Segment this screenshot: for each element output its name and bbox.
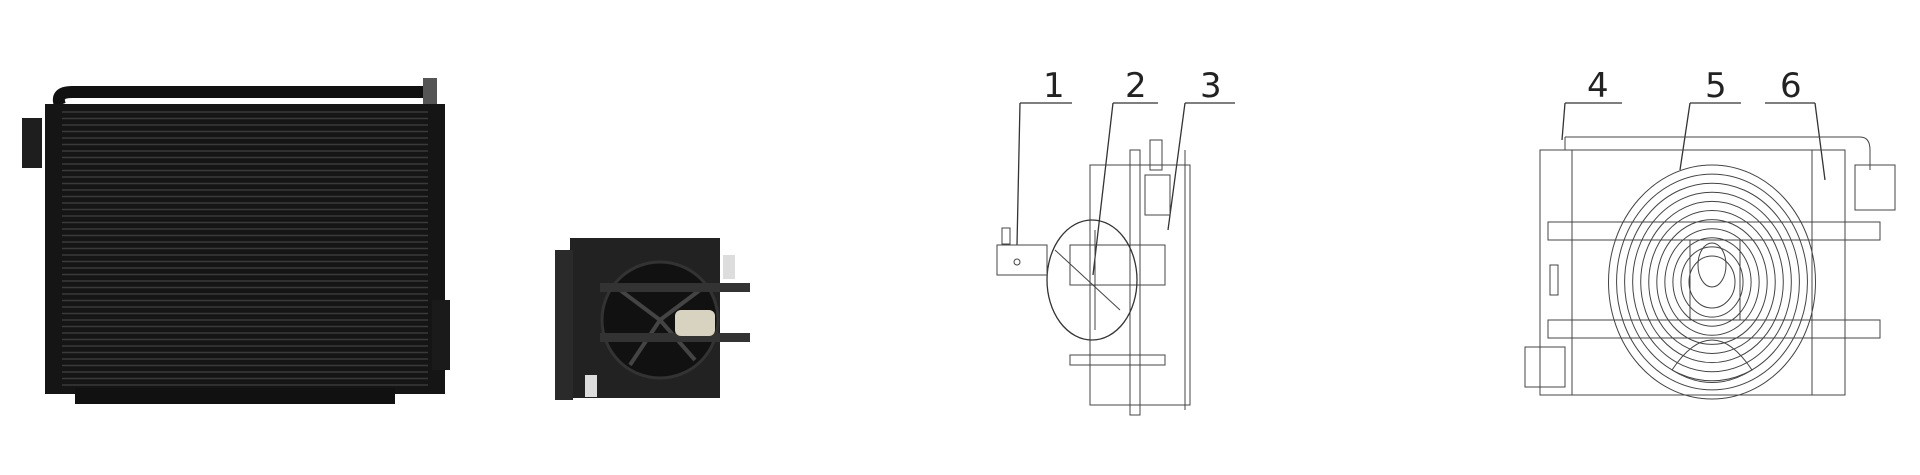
fan-guard-ring [1680,246,1744,318]
fan-guard-ring [1648,210,1776,354]
fan-guard-ring [1640,200,1784,364]
callout-4: 4 [1587,66,1609,106]
callouts: 1 2 3 4 5 6 [1043,66,1802,106]
front-view-drawing [1524,102,1896,400]
fan-cooler-photo [555,238,750,400]
callout-2: 2 [1125,66,1147,106]
callout-1: 1 [1043,66,1065,106]
fan-guard-ring [1688,255,1736,309]
fan-guard-ring [1624,182,1800,382]
callout-5: 5 [1705,66,1727,106]
callout-6: 6 [1780,66,1802,106]
fan-guard-ring [1616,173,1808,391]
fan-guard-ring [1672,237,1752,327]
callout-3: 3 [1200,66,1222,106]
fan-guard-ring [1632,191,1792,373]
radiator-photo [22,78,450,404]
side-view-drawing [996,102,1235,416]
fan-guard-ring [1656,219,1768,345]
fan-guard-ring [1664,228,1760,336]
fan-guard-ring [1608,164,1816,400]
